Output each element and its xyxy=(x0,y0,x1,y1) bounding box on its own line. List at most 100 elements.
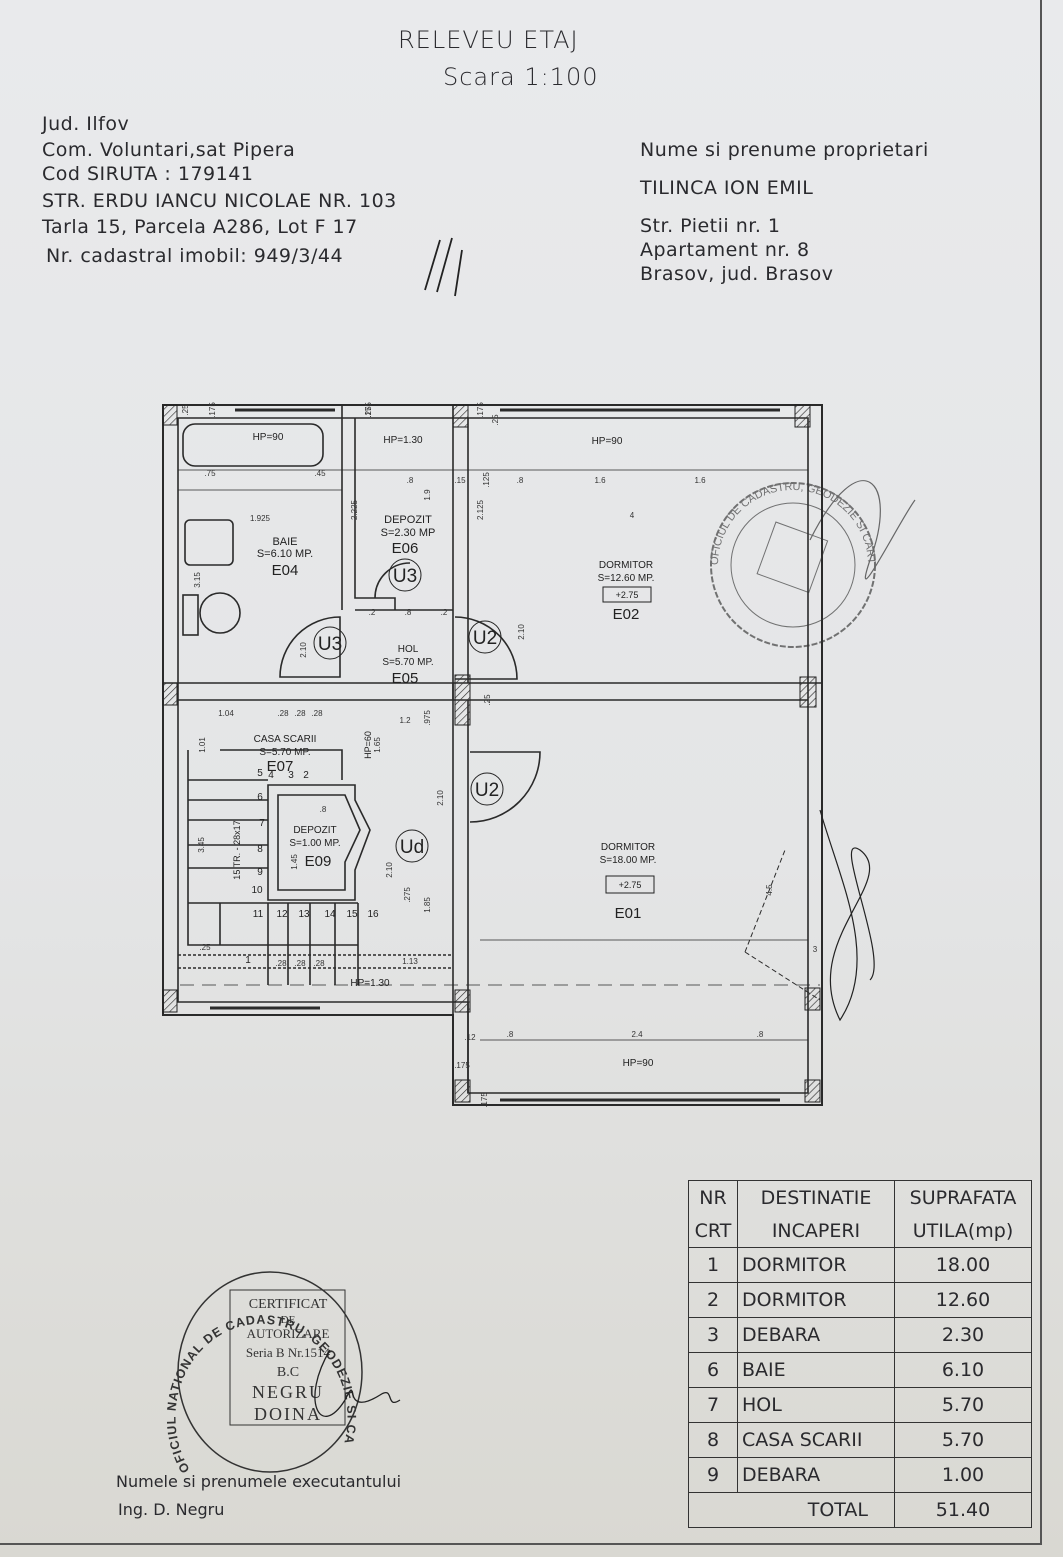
room-code: E06 xyxy=(392,540,419,557)
dimension-label: 2.125 xyxy=(476,499,485,520)
stair-step-number: 13 xyxy=(298,909,310,920)
cell-nr: 8 xyxy=(688,1422,738,1458)
sill-height: HP=60 xyxy=(363,731,373,759)
room-area: S=12.60 MP. xyxy=(598,573,655,584)
location-block: Jud. Ilfov Com. Voluntari,sat Pipera Cod… xyxy=(42,112,397,268)
cell-room: DEBARA xyxy=(737,1457,895,1493)
room-name: HOL xyxy=(398,644,419,655)
dimension-label: .8 xyxy=(517,476,524,485)
owner-label: Nume si prenume proprietari xyxy=(640,139,929,161)
cell-area: 5.70 xyxy=(894,1387,1032,1423)
owner-address-city: Brasov, jud. Brasov xyxy=(640,263,834,285)
dimension-label: .8 xyxy=(320,805,327,814)
svg-text:AUTORIZARE: AUTORIZARE xyxy=(247,1326,330,1341)
stair-step-number: 1 xyxy=(245,955,251,966)
cell-nr: 7 xyxy=(688,1387,738,1423)
dimension-label: 2.225 xyxy=(350,499,359,520)
dimension-label: 1.45 xyxy=(290,854,299,870)
sill-height: HP=1.30 xyxy=(383,435,423,446)
dimension-label: 1.65 xyxy=(373,737,382,753)
signature-mark xyxy=(424,237,463,297)
dimension-label: .28 xyxy=(294,709,306,718)
office-stamp-text: OFICIUL DE CADASTRU, GEODEZIE SI CARTOGR… xyxy=(0,0,877,565)
dimension-label: 2.10 xyxy=(299,642,308,658)
owner-block: Nume si prenume proprietari TILINCA ION … xyxy=(640,138,929,286)
dimension-label: 1.13 xyxy=(402,957,418,966)
dimension-label: 1.6 xyxy=(594,476,606,485)
room-name: DEPOZIT xyxy=(293,825,336,836)
dimension-label: .15 xyxy=(454,476,466,485)
sill-height: HP=90 xyxy=(253,432,284,443)
cell-room: DORMITOR xyxy=(737,1282,895,1318)
cell-area: 6.10 xyxy=(894,1352,1032,1388)
stair-step-number: 12 xyxy=(276,909,288,920)
dimension-label: .75 xyxy=(204,469,216,478)
cell-area: 5.70 xyxy=(894,1422,1032,1458)
dimension-label: 1.01 xyxy=(198,737,207,753)
room-code: E02 xyxy=(613,606,640,623)
svg-text:CERTIFICAT: CERTIFICAT xyxy=(249,1297,328,1312)
svg-text:NEGRU: NEGRU xyxy=(252,1382,324,1402)
dimension-label: 2.10 xyxy=(385,862,394,878)
room-area: S=5.70 MP. xyxy=(259,747,310,758)
cell-area: 12.60 xyxy=(894,1282,1032,1318)
dimension-label: 3.15 xyxy=(193,572,202,588)
executant-name: Ing. D. Negru xyxy=(118,1500,225,1519)
dimension-label: 1.85 xyxy=(423,897,432,913)
page-frame-bottom xyxy=(0,1543,1042,1545)
door-tag: U2 xyxy=(473,628,497,649)
structural-columns xyxy=(162,404,821,1103)
handwritten-scribble xyxy=(819,809,875,1022)
room-code: E09 xyxy=(305,853,332,870)
location-cadastral-number: Nr. cadastral imobil: 949/3/44 xyxy=(46,244,344,267)
dimension-label: .8 xyxy=(405,608,412,617)
stair-step-number: 9 xyxy=(257,867,263,878)
document-scale: Scara 1:100 xyxy=(443,63,599,91)
dimension-label: .25 xyxy=(483,694,492,706)
dimension-label: .175 xyxy=(476,402,485,418)
room-area: S=5.70 MP. xyxy=(382,657,433,668)
page-frame-right xyxy=(1040,0,1042,1545)
dimension-label: .28 xyxy=(313,959,325,968)
stair-step-number: 6 xyxy=(257,792,263,803)
svg-text:Seria B Nr.1514: Seria B Nr.1514 xyxy=(246,1345,331,1360)
dimension-label: .8 xyxy=(757,1030,764,1039)
dimension-label: 2.4 xyxy=(631,1030,643,1039)
room-e09-storage: DEPOZIT S=1.00 MP. E09 xyxy=(289,825,340,870)
dimension-label: .28 xyxy=(294,959,306,968)
door-tag: Ud xyxy=(400,837,424,858)
cell-nr: 1 xyxy=(688,1247,738,1283)
cell-room: DORMITOR xyxy=(737,1247,895,1283)
cell-nr: 3 xyxy=(688,1317,738,1353)
dimension-label: .175 xyxy=(364,402,373,418)
dimension-label: 1.2 xyxy=(399,716,411,725)
location-parcel: Tarla 15, Parcela A286, Lot F 17 xyxy=(42,216,358,238)
door-tag: U3 xyxy=(393,566,417,587)
dimension-label: .45 xyxy=(314,469,326,478)
sill-height: HP=90 xyxy=(592,436,623,447)
stair-step-number: 5 xyxy=(257,768,263,779)
location-commune: Com. Voluntari,sat Pipera xyxy=(42,138,296,161)
door-tag: U3 xyxy=(318,634,342,655)
owner-name: TILINCA ION EMIL xyxy=(640,176,814,199)
dimension-label: .125 xyxy=(482,472,491,488)
cell-area: 1.00 xyxy=(894,1457,1032,1493)
dimension-label: .25 xyxy=(199,943,211,952)
stair-step-number: 16 xyxy=(367,909,379,920)
sill-height: HP=90 xyxy=(623,1058,654,1069)
svg-text:DE: DE xyxy=(281,1314,296,1326)
total-value: 51.40 xyxy=(894,1492,1032,1528)
room-e05-hall: HOL S=5.70 MP. E05 xyxy=(382,644,433,687)
dimension-label: 2.10 xyxy=(436,790,445,806)
dimension-label: .25 xyxy=(364,406,373,418)
room-e06-storage: DEPOZIT S=2.30 MP E06 xyxy=(381,514,436,557)
room-name: DORMITOR xyxy=(599,560,653,571)
cell-area: 18.00 xyxy=(894,1247,1032,1283)
dimension-label: 1.925 xyxy=(250,514,271,523)
